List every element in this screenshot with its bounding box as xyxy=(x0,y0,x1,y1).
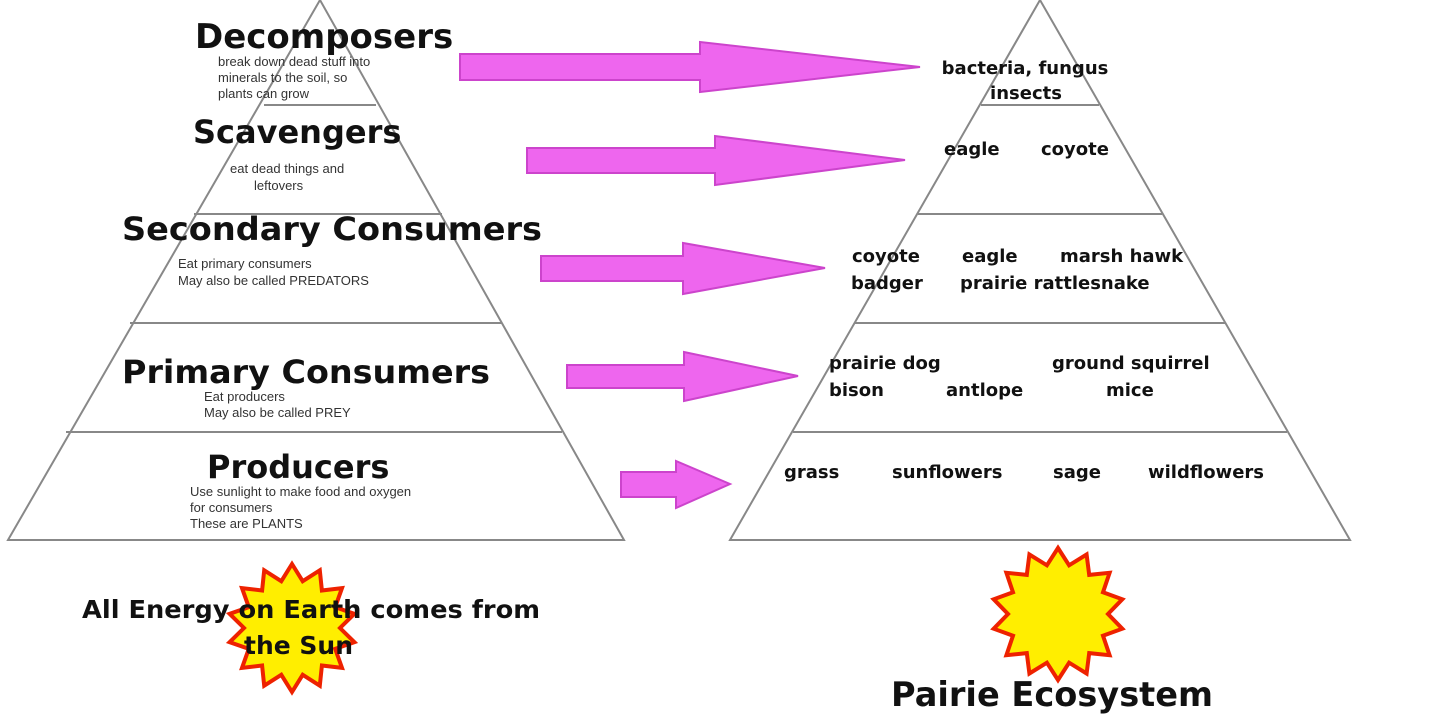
level-title: Decomposers xyxy=(195,17,453,57)
organism-label: prairie dog xyxy=(829,353,941,374)
organism-label: coyote xyxy=(1041,139,1109,160)
level-description-line: May also be called PREY xyxy=(204,405,351,420)
level-description-line: break down dead stuff into xyxy=(218,54,370,69)
ecosystem-title: Pairie Ecosystem xyxy=(891,675,1213,715)
organism-label: sage xyxy=(1053,462,1101,483)
left-level-scavengers: Scavengers eat dead things and leftovers xyxy=(193,113,401,193)
organism-label: grass xyxy=(784,462,839,483)
right-arrow-icon xyxy=(566,350,799,403)
sun-icon xyxy=(225,560,359,696)
right-level-primary-consumers: prairie dog ground squirrel bison antlop… xyxy=(829,353,1210,401)
arrows xyxy=(459,40,921,510)
level-description-line: May also be called PREDATORS xyxy=(178,273,369,288)
left-level-secondary-consumers: Secondary Consumers Eat primary consumer… xyxy=(122,210,542,288)
level-description-line: leftovers xyxy=(254,178,304,193)
level-description-line: plants can grow xyxy=(218,86,310,101)
organism-label: sunflowers xyxy=(892,462,1002,483)
level-description-line: minerals to the soil, so xyxy=(218,70,347,85)
right-arrow-icon xyxy=(526,134,906,187)
organism-label: bacteria, fungus xyxy=(942,58,1109,79)
right-level-scavengers: eagle coyote xyxy=(944,139,1109,160)
organism-label: wildflowers xyxy=(1148,462,1264,483)
right-arrow-icon xyxy=(540,241,826,296)
organism-label: eagle xyxy=(962,246,1018,267)
organism-label: marsh hawk xyxy=(1060,246,1184,267)
energy-caption-group: All Energy on Earth comes from the Sun xyxy=(82,560,540,696)
left-level-producers: Producers Use sunlight to make food and … xyxy=(190,448,411,531)
organism-label: mice xyxy=(1106,380,1154,401)
organism-label: bison xyxy=(829,380,884,401)
level-description-line: These are PLANTS xyxy=(190,516,303,531)
right-pyramid: bacteria, fungus insects eagle coyote co… xyxy=(728,0,1352,541)
organism-label: eagle xyxy=(944,139,1000,160)
organism-label: insects xyxy=(990,83,1062,104)
ecosystem-group: Pairie Ecosystem xyxy=(891,544,1213,715)
organism-label: badger xyxy=(851,273,923,294)
organism-label: antlope xyxy=(946,380,1023,401)
right-level-producers: grass sunflowers sage wildflowers xyxy=(784,462,1264,483)
left-pyramid: Decomposers break down dead stuff into m… xyxy=(6,0,626,541)
right-arrow-icon xyxy=(459,40,921,94)
level-description-line: Eat primary consumers xyxy=(178,256,312,271)
left-level-decomposers: Decomposers break down dead stuff into m… xyxy=(195,17,453,101)
energy-caption-line: the Sun xyxy=(244,631,353,660)
organism-label: coyote xyxy=(852,246,920,267)
right-level-secondary-consumers: coyote eagle marsh hawk badger prairie r… xyxy=(851,246,1184,294)
level-description-line: eat dead things and xyxy=(230,161,344,176)
right-arrow-icon xyxy=(620,459,733,510)
level-description-line: for consumers xyxy=(190,500,273,515)
level-description-line: Use sunlight to make food and oxygen xyxy=(190,484,411,499)
organism-label: prairie rattlesnake xyxy=(960,273,1150,294)
energy-caption-line: All Energy on Earth comes from xyxy=(82,595,540,624)
left-level-primary-consumers: Primary Consumers Eat producers May also… xyxy=(122,353,490,420)
level-title: Producers xyxy=(207,448,389,486)
level-title: Secondary Consumers xyxy=(122,210,542,248)
organism-label: ground squirrel xyxy=(1052,353,1210,374)
level-title: Scavengers xyxy=(193,113,401,151)
level-description-line: Eat producers xyxy=(204,389,285,404)
left-pyramid-outline xyxy=(6,0,626,541)
right-pyramid-outline xyxy=(728,0,1352,541)
level-title: Primary Consumers xyxy=(122,353,490,391)
right-level-decomposers: bacteria, fungus insects xyxy=(942,58,1109,104)
sun-icon xyxy=(990,544,1126,684)
